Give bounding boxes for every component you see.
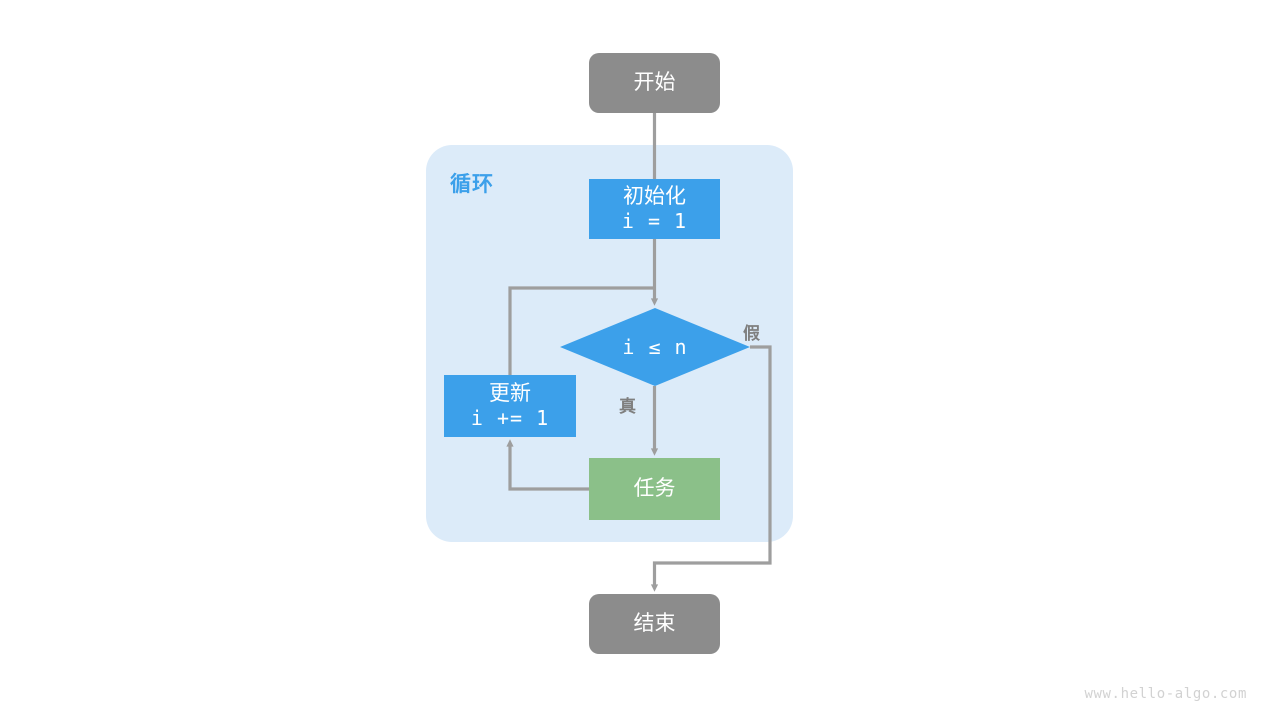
node-task-label: 任务 bbox=[633, 476, 676, 500]
edge-label-false: 假 bbox=[743, 324, 760, 343]
node-end-label: 结束 bbox=[633, 611, 676, 635]
node-start[interactable]: 开始 bbox=[589, 53, 720, 113]
node-task[interactable]: 任务 bbox=[589, 458, 720, 520]
edge-label-true: 真 bbox=[619, 397, 636, 416]
node-init-label: 初始化 bbox=[623, 184, 686, 208]
node-update-label: 更新 bbox=[489, 381, 531, 405]
node-condition[interactable]: i ≤ n bbox=[560, 308, 750, 386]
node-update[interactable]: 更新 i += 1 bbox=[444, 375, 576, 437]
node-init[interactable]: 初始化 i = 1 bbox=[589, 179, 720, 239]
node-end[interactable]: 结束 bbox=[589, 594, 720, 654]
node-update-expression: i += 1 bbox=[470, 405, 550, 430]
edge-condition-to-end bbox=[650, 345, 772, 592]
node-condition-label: i ≤ n bbox=[622, 335, 688, 359]
edge-task-to-update bbox=[506, 439, 589, 491]
node-start-label: 开始 bbox=[633, 70, 676, 94]
loop-region-label: 循环 bbox=[450, 173, 494, 196]
edge-update-to-condition bbox=[508, 286, 655, 375]
watermark: www.hello-algo.com bbox=[1084, 686, 1247, 702]
node-init-expression: i = 1 bbox=[621, 208, 688, 233]
